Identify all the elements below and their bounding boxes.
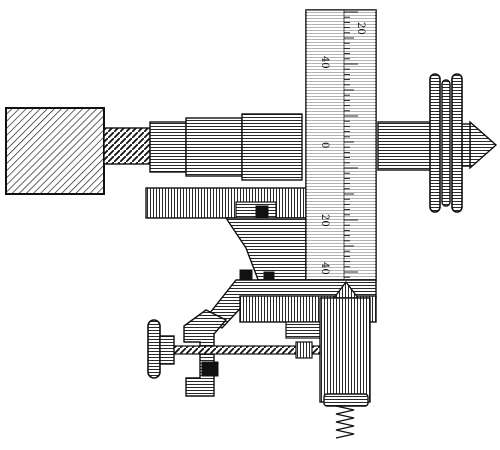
- thumb-knob: [147, 319, 175, 379]
- scale-label-40-bottom: 40: [319, 262, 330, 275]
- threaded-screw: [103, 127, 151, 165]
- vertical-column: [319, 280, 371, 407]
- scale-label-40-top: 40: [319, 56, 330, 69]
- main-shaft: [149, 113, 435, 181]
- coil-spring: [335, 405, 355, 439]
- pulley-wheel: [429, 73, 463, 213]
- support-bracket: [224, 217, 307, 291]
- carriage-bar: [145, 187, 307, 225]
- graduated-scale: 20 40 0 20 40: [305, 9, 377, 281]
- scale-label-20-bottom: 20: [319, 214, 330, 227]
- mounting-block: [5, 107, 105, 195]
- scale-label-0: 0: [319, 142, 330, 148]
- adjusting-screw: [159, 341, 321, 359]
- scale-label-20-top: 20: [355, 22, 366, 35]
